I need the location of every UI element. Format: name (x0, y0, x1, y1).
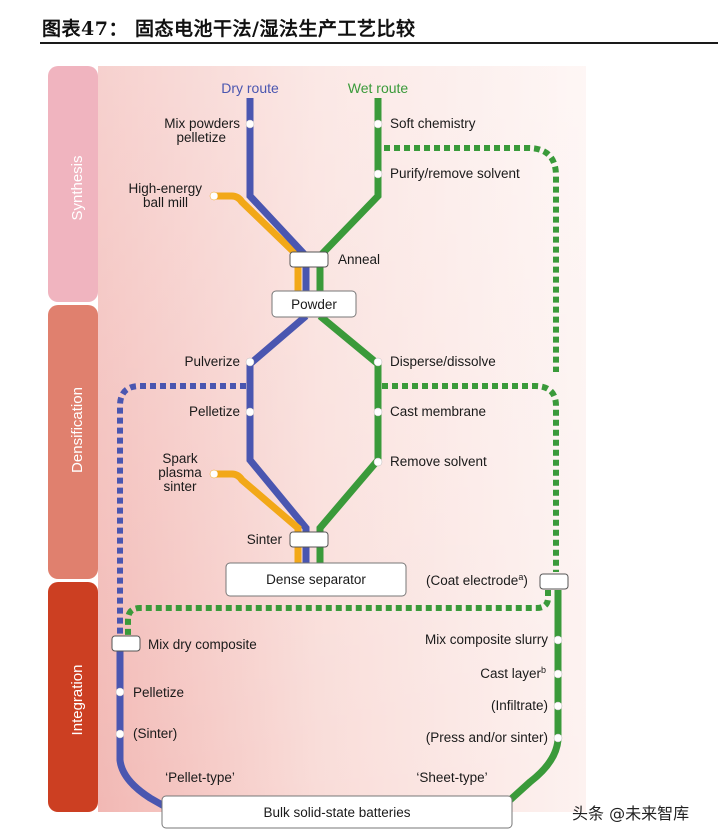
dry-line-integration (116, 646, 166, 810)
label-infiltrate: (Infiltrate) (491, 698, 548, 713)
label-anneal: Anneal (338, 252, 380, 267)
label-disperse: Disperse/dissolve (390, 354, 496, 369)
wet-line-synthesis (316, 98, 382, 296)
station-mix-slurry (553, 635, 563, 645)
figure-title: 图表47： 固态电池干法/湿法生产工艺比较 (42, 18, 416, 40)
title-bar: 图表47： 固态电池干法/湿法生产工艺比较 (40, 8, 718, 44)
station-pulverize (245, 357, 255, 367)
station-press (553, 733, 563, 743)
label-pellet-type: ‘Pellet-type’ (165, 770, 235, 785)
phase-label-densification: Densification (69, 387, 86, 473)
dense-separator-box (225, 562, 407, 597)
powder-box (271, 290, 357, 318)
label-mix-dry-composite: Mix dry composite (148, 637, 257, 652)
station-infiltrate (553, 701, 563, 711)
phase-band-synthesis (48, 66, 98, 302)
station-disperse (373, 357, 383, 367)
label-dense-separator: Dense separator (266, 572, 366, 587)
label-press-sinter: (Press and/or sinter) (426, 730, 548, 745)
label-ball-mill-2: ball mill (143, 195, 188, 210)
phase-label-synthesis: Synthesis (69, 155, 86, 220)
label-powder: Powder (291, 297, 337, 312)
mix-dry-connector (111, 635, 141, 652)
label-sinter: Sinter (247, 532, 283, 547)
label-sps-1: Spark (162, 451, 198, 466)
label-mix-powders: Mix powders (164, 116, 240, 131)
station-pelletize-int (115, 687, 125, 697)
station-soft-chemistry (373, 119, 383, 129)
label-ball-mill-1: High-energy (128, 181, 202, 196)
label-sps-3: sinter (163, 479, 197, 494)
phase-band-densification (48, 305, 98, 579)
label-pelletize-syn: pelletize (176, 130, 226, 145)
dry-dotted-loop (117, 383, 246, 636)
sinter-connector (289, 531, 329, 548)
wet-dotted-loop-densification (382, 383, 559, 572)
station-ball-mill (209, 191, 219, 201)
label-sps-2: plasma (158, 465, 202, 480)
label-sheet-type: ‘Sheet-type’ (416, 770, 487, 785)
dry-route-header: Dry route (221, 80, 279, 96)
label-cast-membrane: Cast membrane (390, 404, 486, 419)
station-purify (373, 169, 383, 179)
phase-label-integration: Integration (69, 665, 86, 736)
station-mix-powders (245, 119, 255, 129)
label-soft-chemistry: Soft chemistry (390, 116, 476, 131)
wet-route-header: Wet route (348, 80, 409, 96)
label-purify: Purify/remove solvent (390, 166, 520, 181)
label-bulk-battery: Bulk solid-state batteries (263, 805, 410, 820)
anneal-connector (289, 251, 329, 268)
side-line-sps (214, 470, 302, 566)
label-pelletize-den: Pelletize (189, 404, 240, 419)
watermark: 头条 @未来智库 (572, 804, 690, 823)
station-cast-layer (553, 669, 563, 679)
station-sinter-int (115, 729, 125, 739)
bulk-battery-box (161, 795, 513, 829)
station-remove-solvent (373, 457, 383, 467)
label-cast-layer: Cast layerb (480, 665, 546, 681)
wet-dotted-loop-synthesis (384, 145, 559, 372)
label-pelletize-int: Pelletize (133, 685, 184, 700)
station-pelletize (245, 407, 255, 417)
label-mix-slurry: Mix composite slurry (425, 632, 548, 647)
station-sps (209, 469, 219, 479)
wet-dotted-to-dry-composite (125, 590, 551, 636)
label-pulverize: Pulverize (184, 354, 240, 369)
label-coat-electrode: (Coat electrodea) (426, 572, 528, 588)
station-cast-membrane (373, 407, 383, 417)
phase-band-integration (48, 582, 98, 812)
label-sinter-int: (Sinter) (133, 726, 177, 741)
dry-line-synthesis (246, 98, 310, 296)
side-line-ball-mill (214, 192, 301, 259)
coat-electrode-connector (539, 573, 569, 590)
label-remove-solvent: Remove solvent (390, 454, 487, 469)
